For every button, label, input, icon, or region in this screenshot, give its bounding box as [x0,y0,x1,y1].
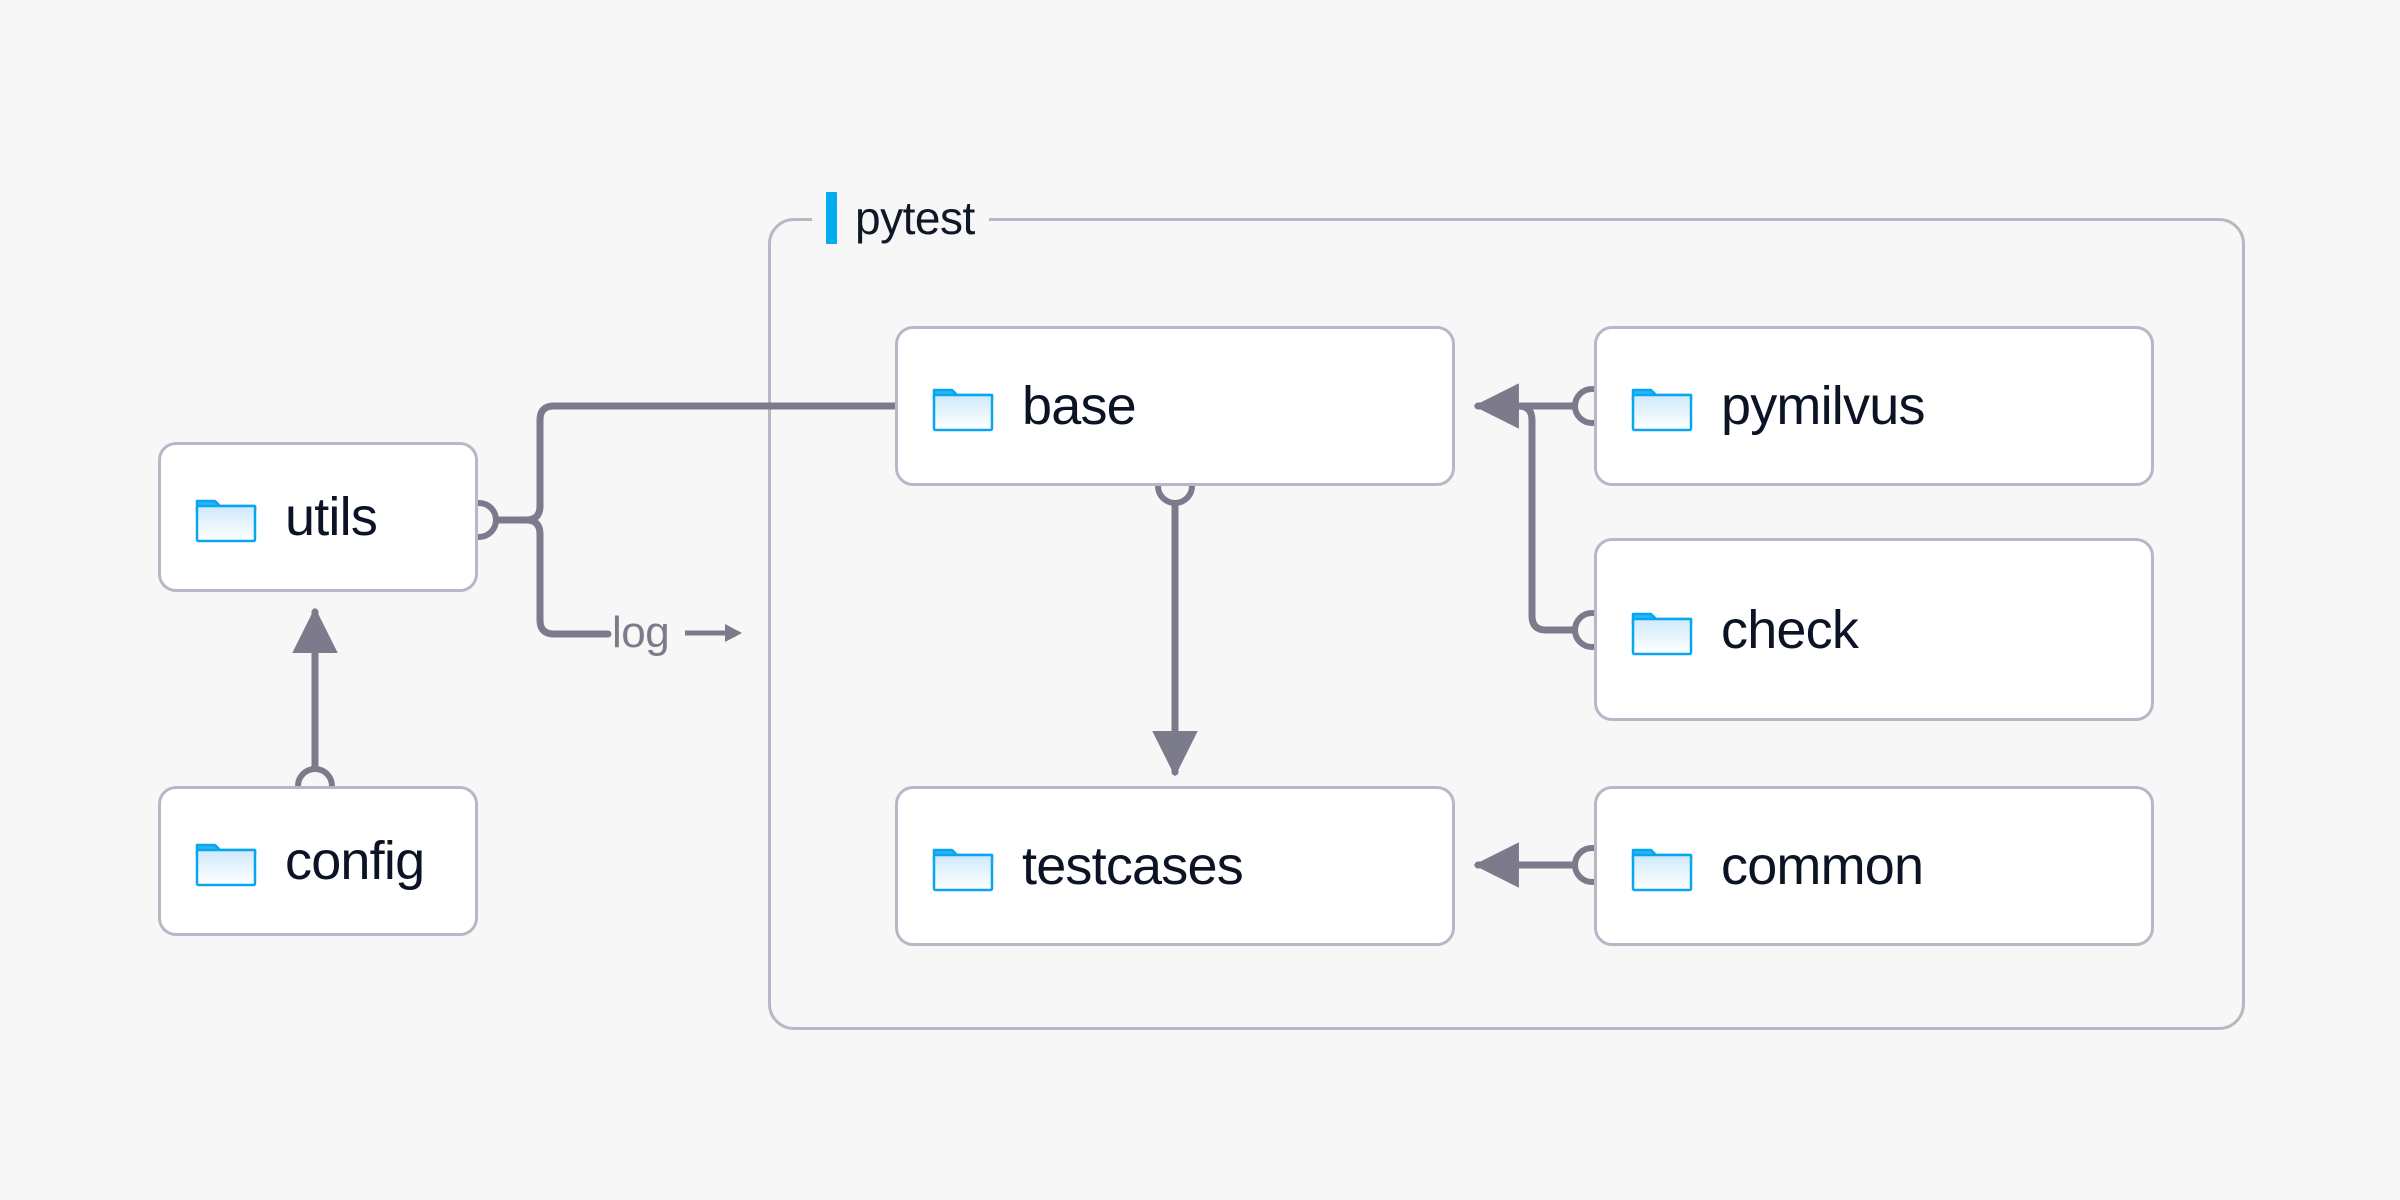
node-config[interactable]: config [158,786,478,936]
node-pymilvus[interactable]: pymilvus [1594,326,2154,486]
node-pymilvus-label: pymilvus [1721,376,1925,436]
node-testcases[interactable]: testcases [895,786,1455,946]
group-pytest [768,218,2245,1030]
accent-bar-icon [826,192,837,244]
node-base[interactable]: base [895,326,1455,486]
node-check[interactable]: check [1594,538,2154,721]
arrow-right-icon [685,624,743,642]
edge-label-log: log [612,608,743,658]
node-base-label: base [1022,376,1137,436]
folder-icon [932,848,994,892]
edge-label-log-text: log [612,608,670,657]
node-check-label: check [1721,599,1859,660]
node-common[interactable]: common [1594,786,2154,946]
group-pytest-title: pytest [812,188,989,248]
folder-icon [195,499,257,543]
node-common-label: common [1721,836,1924,896]
group-pytest-label: pytest [855,192,975,244]
folder-icon [1631,848,1693,892]
folder-icon [1631,612,1693,655]
edge-utils-log [496,516,612,638]
node-testcases-label: testcases [1022,836,1244,896]
folder-icon [932,388,994,432]
folder-icon [195,843,257,887]
folder-icon [1631,388,1693,432]
node-utils-label: utils [285,487,378,547]
node-utils[interactable]: utils [158,442,478,592]
node-config-label: config [285,831,425,891]
